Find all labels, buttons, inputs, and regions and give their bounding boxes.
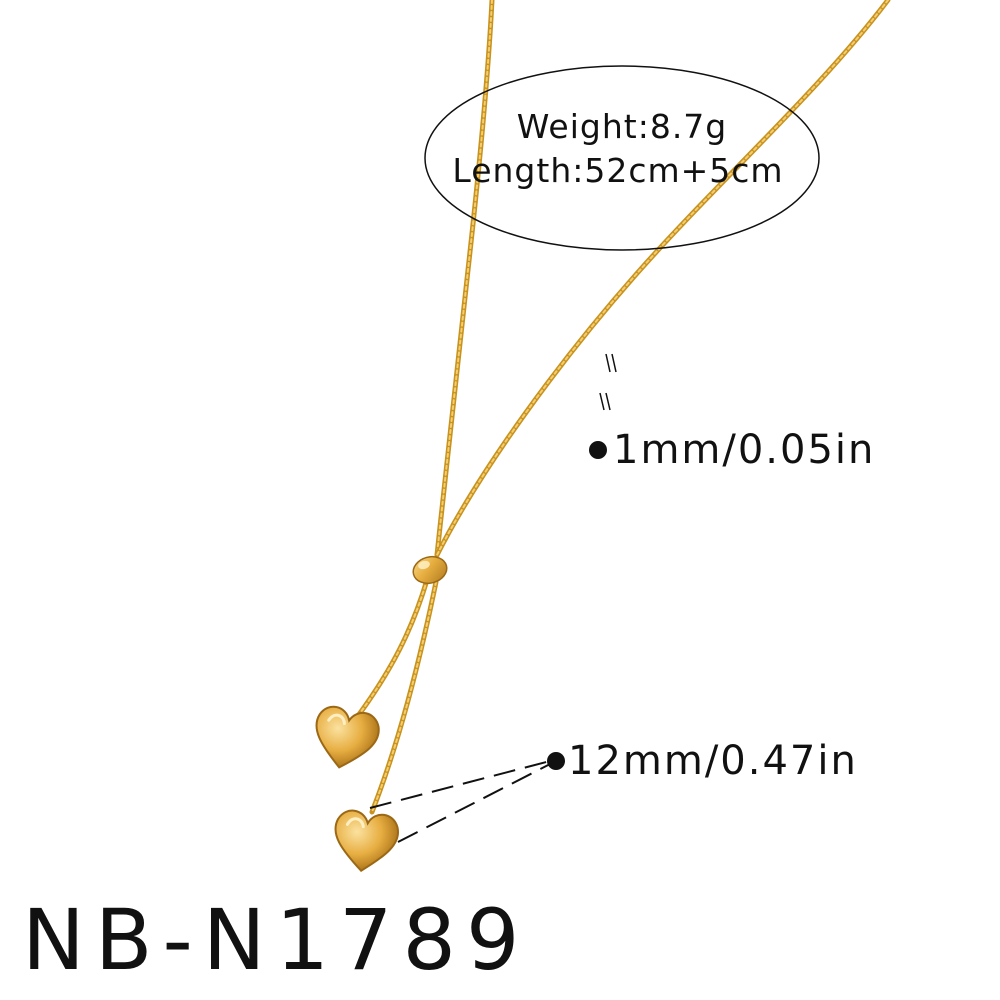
chain-width-label: 1mm/0.05in (613, 427, 875, 473)
length-label: Length:52cm+5cm (452, 151, 783, 190)
weight-label: Weight:8.7g (517, 107, 728, 146)
pendant-size-label: 12mm/0.47in (568, 738, 858, 784)
heart-pendant-upper (315, 705, 380, 769)
heart-pendant-lower (334, 809, 400, 873)
chain-drop-left (352, 577, 430, 723)
product-code: NB-N1789 (22, 891, 530, 989)
chain-drop-right (369, 579, 439, 815)
pendant-size-marker (369, 752, 565, 843)
chain-width-marker (589, 353, 617, 459)
slider-bead (412, 555, 448, 585)
spec-callout-ellipse (424, 65, 820, 251)
